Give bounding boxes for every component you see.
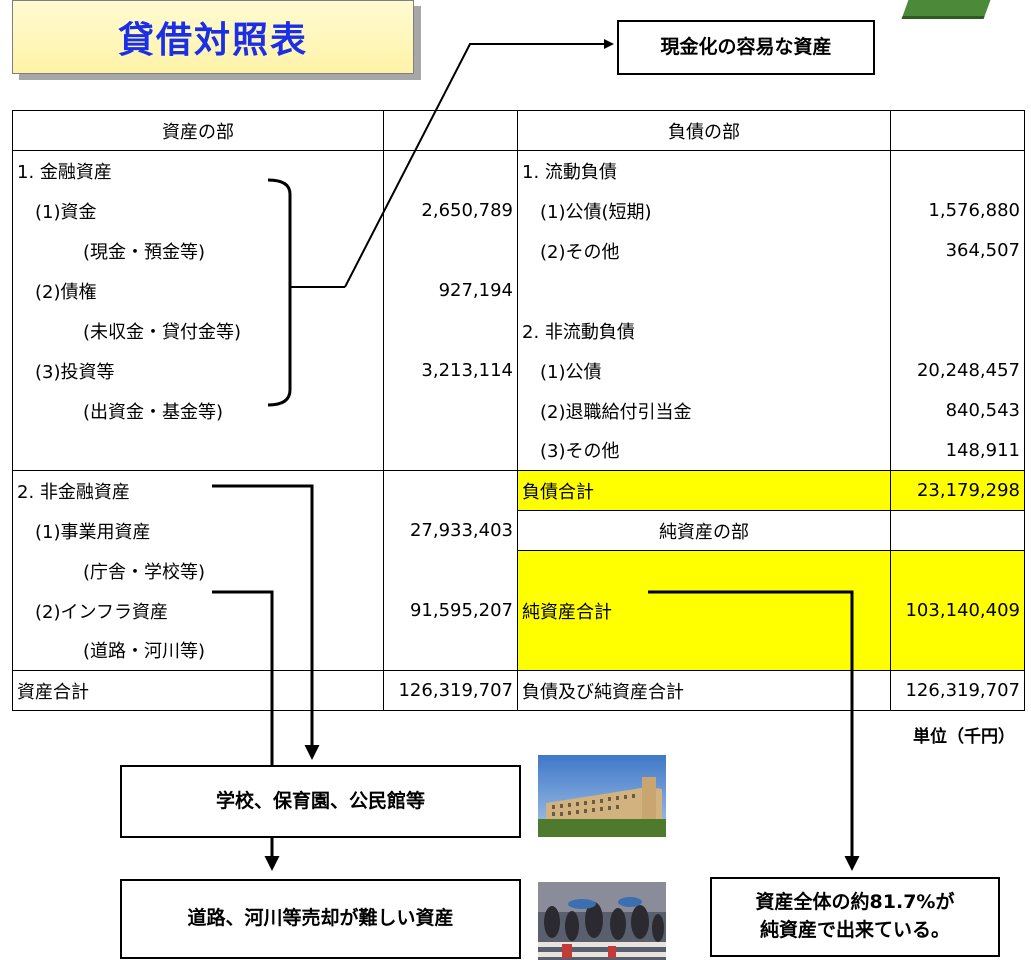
callout-roads: 道路、河川等売却が難しい資産	[120, 879, 521, 959]
table-row: (道路・河川等)	[12, 630, 1025, 671]
crowd-crossing-photo	[538, 882, 666, 960]
liabilities-bonds: (1)公債	[517, 350, 891, 391]
callout-net-ratio-line1: 資産全体の約81.7%が	[755, 891, 955, 914]
title-banner: 貸借対照表	[12, 0, 414, 74]
assets-infrastructure-value: 91,595,207	[383, 590, 518, 631]
liabilities-bonds-short: (1)公債(短期)	[517, 190, 891, 231]
table-row: (出資金・基金等) (2)退職給付引当金 840,543	[12, 390, 1025, 431]
assets-total-value: 126,319,707	[383, 670, 518, 711]
table-row: (2)インフラ資産 91,595,207 純資産合計 103,140,409	[12, 590, 1025, 631]
liabilities-net-total-value: 126,319,707	[890, 670, 1025, 711]
liabilities-net-total: 負債及び純資産合計	[517, 670, 891, 711]
balance-sheet-table: 資産の部 負債の部 1. 金融資産 1. 流動負債 (1)資金 2,650,78…	[12, 110, 1025, 711]
assets-total: 資産合計	[12, 670, 384, 711]
liabilities-header: 負債の部	[517, 110, 891, 151]
callout-roads-text: 道路、河川等売却が難しい資産	[187, 907, 454, 930]
table-row: (1)事業用資産 27,933,403 純資産の部	[12, 510, 1025, 551]
assets-invest-sub: (出資金・基金等)	[12, 390, 384, 431]
assets-infrastructure-sub: (道路・河川等)	[12, 630, 384, 671]
callout-liquid-assets: 現金化の容易な資産	[617, 20, 875, 75]
net-assets-header: 純資産の部	[517, 510, 891, 551]
liabilities-total: 負債合計	[517, 470, 891, 511]
table-row: 資産合計 126,319,707 負債及び純資産合計 126,319,707	[12, 670, 1025, 711]
page-title: 貸借対照表	[117, 20, 308, 61]
callout-net-ratio: 資産全体の約81.7%が 純資産で出来ている。	[710, 877, 1000, 957]
table-row: 1. 金融資産 1. 流動負債	[12, 150, 1025, 191]
assets-invest: (3)投資等	[12, 350, 384, 391]
liabilities-bonds-value: 20,248,457	[890, 350, 1025, 391]
assets-funds-sub: (現金・預金等)	[12, 230, 384, 271]
liabilities-retirement: (2)退職給付引当金	[517, 390, 891, 431]
net-assets-total: 純資産合計	[517, 590, 891, 631]
assets-funds: (1)資金	[12, 190, 384, 231]
assets-business-value: 27,933,403	[383, 510, 518, 551]
callout-net-ratio-line2: 純資産で出来ている。	[759, 919, 950, 941]
table-row: 2. 非金融資産 負債合計 23,179,298	[12, 470, 1025, 511]
table-row: (3)その他 148,911	[12, 430, 1025, 471]
school-building-photo	[538, 755, 666, 837]
liabilities-bonds-short-value: 1,576,880	[890, 190, 1025, 231]
liabilities-other2-value: 148,911	[890, 430, 1025, 471]
financial-assets-bracket	[267, 178, 292, 407]
liquid-assets-arrow	[344, 39, 614, 288]
assets-business: (1)事業用資産	[12, 510, 384, 551]
liabilities-retirement-value: 840,543	[890, 390, 1025, 431]
callout-schools: 学校、保育園、公民館等	[120, 765, 521, 838]
assets-financial: 1. 金融資産	[12, 150, 384, 191]
assets-invest-value: 3,213,114	[383, 350, 518, 391]
assets-claims-value: 927,194	[383, 270, 518, 311]
assets-business-sub: (庁舎・学校等)	[12, 550, 384, 591]
table-row: (3)投資等 3,213,114 (1)公債 20,248,457	[12, 350, 1025, 391]
callout-schools-text: 学校、保育園、公民館等	[215, 789, 425, 812]
assets-nonfinancial: 2. 非金融資産	[12, 470, 384, 511]
liabilities-other2: (3)その他	[517, 430, 891, 471]
table-row: (2)債権 927,194	[12, 270, 1025, 311]
liabilities-current: 1. 流動負債	[517, 150, 891, 191]
net-assets-arrow	[648, 590, 860, 871]
assets-claims-sub: (未収金・貸付金等)	[12, 310, 384, 351]
business-assets-arrow	[212, 484, 320, 760]
table-row: 資産の部 負債の部	[12, 110, 1025, 151]
table-row: (現金・預金等) (2)その他 364,507	[12, 230, 1025, 271]
assets-infrastructure: (2)インフラ資産	[12, 590, 384, 631]
liabilities-other: (2)その他	[517, 230, 891, 271]
table-row: (庁舎・学校等)	[12, 550, 1025, 591]
table-row: (未収金・貸付金等) 2. 非流動負債	[12, 310, 1025, 351]
liabilities-other-value: 364,507	[890, 230, 1025, 271]
liabilities-total-value: 23,179,298	[890, 470, 1025, 511]
assets-claims: (2)債権	[12, 270, 384, 311]
assets-funds-value: 2,650,789	[383, 190, 518, 231]
callout-liquid-text: 現金化の容易な資産	[660, 35, 832, 58]
net-assets-total-value: 103,140,409	[890, 590, 1025, 631]
unit-label: 単位（千円）	[913, 727, 1015, 747]
table-row: (1)資金 2,650,789 (1)公債(短期) 1,576,880	[12, 190, 1025, 231]
assets-header: 資産の部	[12, 110, 384, 151]
